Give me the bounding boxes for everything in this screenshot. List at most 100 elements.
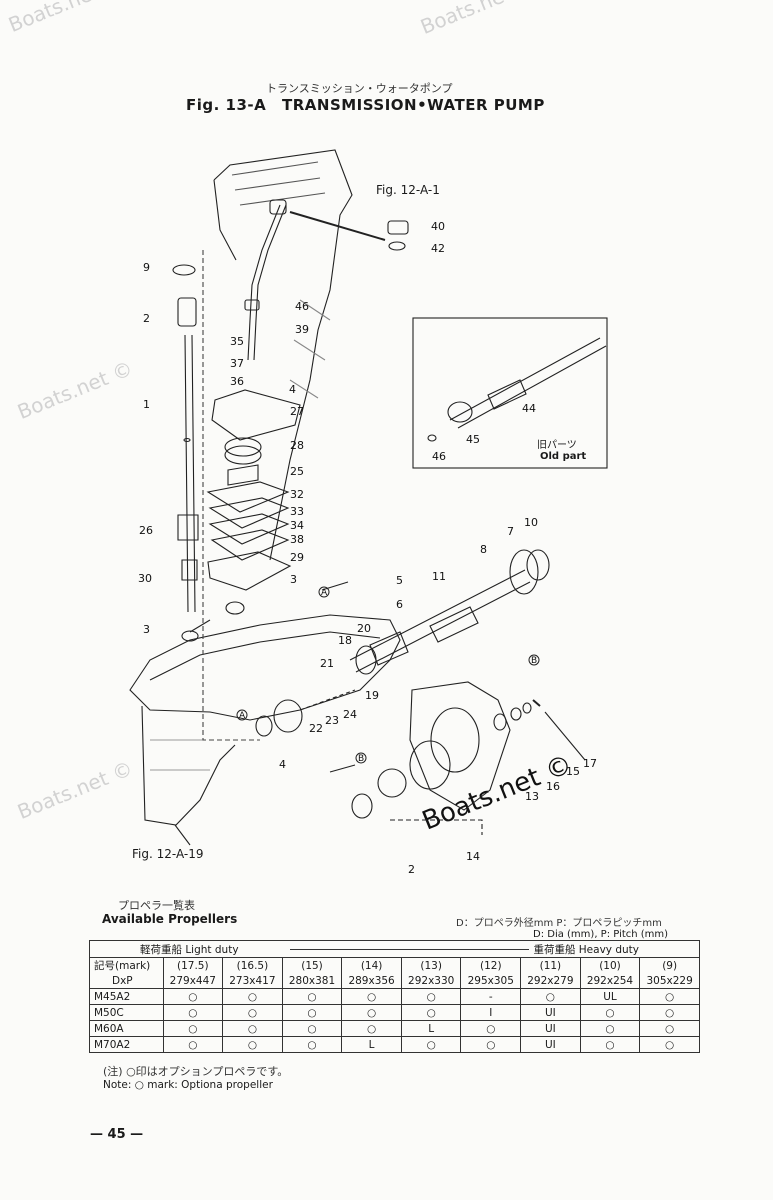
col-size: 295x305	[460, 973, 522, 989]
col-size: 289x356	[341, 973, 402, 989]
callout-11: 11	[432, 570, 446, 583]
table-cell: ○	[460, 1020, 522, 1037]
callout-2b: 2	[408, 863, 415, 876]
svg-text:B: B	[358, 754, 364, 764]
callout-2: 2	[143, 312, 150, 325]
table-cell: ○	[162, 1020, 224, 1037]
col-mark: (15)	[281, 957, 343, 973]
svg-text:A: A	[321, 588, 328, 598]
propellers-heading: Available Propellers	[102, 912, 238, 926]
callout-28: 28	[290, 439, 304, 452]
light-duty-label: 軽荷重船 Light duty	[140, 944, 239, 956]
callout-33: 33	[290, 505, 304, 518]
callout-3b: 3	[143, 623, 150, 636]
col-size: 292x330	[400, 973, 462, 989]
table-cell: ○	[579, 1020, 641, 1037]
table-cell: ○	[281, 1020, 343, 1037]
note: Note: ○ mark: Optiona propeller	[103, 1079, 273, 1091]
callout-21: 21	[320, 657, 334, 670]
legend-jp: D：プロペラ外径mm P：プロペラピッチmm	[456, 918, 662, 929]
callout-5: 5	[396, 574, 403, 587]
figure-label: Fig. 13-A	[186, 96, 267, 114]
callout-25: 25	[290, 465, 304, 478]
col-mark: (16.5)	[222, 957, 283, 973]
legend: D: Dia (mm), P: Pitch (mm)	[533, 929, 669, 940]
col-mark: (11)	[520, 957, 581, 973]
table-row: M45A2 ○ ○ ○ ○ ○ - ○ UL ○	[89, 988, 700, 1005]
table-cell: I	[460, 1004, 522, 1021]
table-cell: L	[400, 1020, 462, 1037]
table-cell: ○	[400, 988, 462, 1005]
table-cell: ○	[222, 988, 283, 1005]
col-mark: (12)	[460, 957, 522, 973]
callout-32: 32	[290, 488, 304, 501]
table-cell: ○	[400, 1004, 462, 1021]
table-cell: ○	[341, 1004, 402, 1021]
callout-6: 6	[396, 598, 403, 611]
callout-1: 1	[143, 398, 150, 411]
table-cell: ○	[520, 988, 581, 1005]
table-cell: ○	[639, 1036, 700, 1053]
page-title: Fig. 13-A TRANSMISSION•WATER PUMP	[186, 96, 545, 114]
table-cell: ○	[460, 1036, 522, 1053]
table-cell: UI	[520, 1036, 581, 1053]
table-cell: ○	[579, 1004, 641, 1021]
table-row: M60A ○ ○ ○ ○ L ○ UI ○ ○	[89, 1020, 700, 1037]
table-cell: ○	[162, 1036, 224, 1053]
callout-46b: 46	[432, 450, 446, 463]
callout-46: 46	[295, 300, 309, 313]
heavy-duty-label: 重荷重船 Heavy duty	[533, 944, 639, 956]
ref-fig-12-a-1: Fig. 12-A-1	[376, 183, 440, 197]
old-part-jp: 旧パーツ	[537, 440, 577, 451]
callout-26: 26	[139, 524, 153, 537]
callout-7: 7	[507, 525, 514, 538]
model-cell: M70A2	[89, 1036, 164, 1053]
callout-20: 20	[357, 622, 371, 635]
callout-4: 4	[289, 383, 296, 396]
callout-14: 14	[466, 850, 480, 863]
duty-header: 軽荷重船 Light duty 重荷重船 Heavy duty	[89, 940, 700, 958]
callout-42: 42	[431, 242, 445, 255]
callout-13: 13	[525, 790, 539, 803]
table-cell: ○	[281, 988, 343, 1005]
callout-16: 16	[546, 780, 560, 793]
title-japanese: トランスミッション・ウォータポンプ	[266, 82, 453, 95]
table-cell: ○	[639, 1020, 700, 1037]
col-mark: (13)	[400, 957, 462, 973]
callout-15: 15	[566, 765, 580, 778]
callout-19: 19	[365, 689, 379, 702]
callout-9: 9	[143, 261, 150, 274]
propellers-heading-jp: プロペラ一覧表	[118, 899, 195, 912]
table-cell: ○	[162, 1004, 224, 1021]
model-cell: M60A	[89, 1020, 164, 1037]
model-cell: M50C	[89, 1004, 164, 1021]
mark-header: 記号(mark)	[89, 957, 164, 973]
callout-29: 29	[290, 551, 304, 564]
ref-arrow-labels: A B A B	[236, 586, 540, 764]
col-mark: (14)	[341, 957, 402, 973]
callout-8: 8	[480, 543, 487, 556]
figure-title: TRANSMISSION•WATER PUMP	[282, 96, 545, 114]
ref-fig-12-a-19: Fig. 12-A-19	[132, 847, 204, 861]
table-row: M70A2 ○ ○ ○ L ○ ○ UI ○ ○	[89, 1036, 700, 1053]
model-cell: M45A2	[89, 988, 164, 1005]
callout-38: 38	[290, 533, 304, 546]
table-cell: UI	[520, 1004, 581, 1021]
callout-3: 3	[290, 573, 297, 586]
callout-37: 37	[230, 357, 244, 370]
callout-10: 10	[524, 516, 538, 529]
table-row: M50C ○ ○ ○ ○ ○ I UI ○ ○	[89, 1004, 700, 1021]
part-callouts: 40 42 46 39 35 37 36 4 27 28 25 32 33 34…	[138, 220, 597, 876]
callout-18: 18	[338, 634, 352, 647]
table-cell: UL	[579, 988, 641, 1005]
col-size: 279x447	[162, 973, 224, 989]
col-size: 305x229	[639, 973, 700, 989]
col-size: 280x381	[281, 973, 343, 989]
exploded-parts-diagram: 40 42 46 39 35 37 36 4 27 28 25 32 33 34…	[129, 149, 608, 876]
callout-27: 27	[290, 405, 304, 418]
table-cell: ○	[341, 1020, 402, 1037]
col-mark: (9)	[639, 957, 700, 973]
svg-text:B: B	[531, 656, 537, 666]
page-number: — 45 —	[90, 1127, 144, 1142]
table-cell: L	[341, 1036, 402, 1053]
